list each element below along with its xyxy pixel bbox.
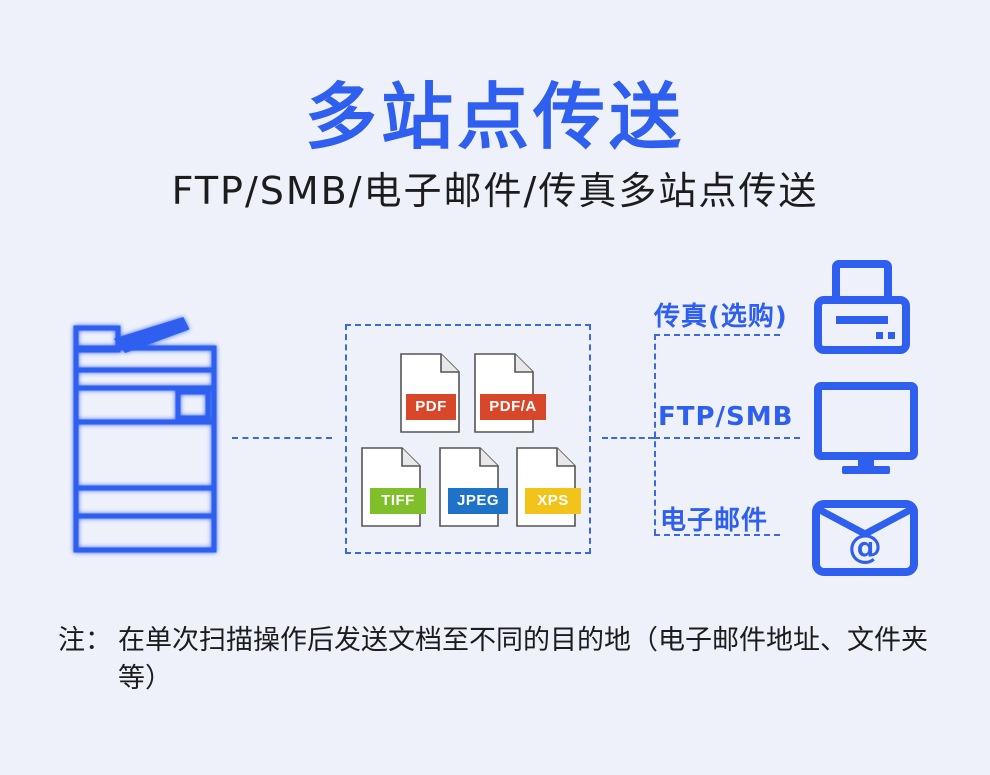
jpeg-file-icon: JPEG (438, 446, 508, 528)
pdf-file-icon: PDF (399, 352, 463, 434)
tiff-file-icon: TIFF (360, 446, 426, 528)
destination-label-email: 电子邮件 (660, 506, 769, 536)
page-title: 多站点传送 (304, 75, 685, 159)
multifunction-printer-icon (60, 310, 232, 560)
file-format-label: XPS (525, 488, 581, 514)
file-formats-box: PDF PDF/A TIFF JPEG XPS (345, 324, 591, 554)
page-subtitle: FTP/SMB/电子邮件/传真多站点传送 (171, 169, 819, 213)
fax-icon (812, 258, 912, 356)
connector-branch-ftp (654, 437, 800, 439)
connector-branch-email (654, 534, 780, 536)
destination-label-fax: 传真(选购) (654, 302, 788, 332)
footnote-prefix: 注： (58, 625, 112, 656)
connector-branch-fax (654, 334, 780, 336)
connector-line-right (602, 437, 654, 439)
destination-label-ftp-smb: FTP/SMB (658, 402, 794, 432)
footnote-text: 在单次扫描操作后发送文档至不同的目的地（电子邮件地址、文件夹等） (118, 625, 928, 694)
pdfa-file-icon: PDF/A (473, 352, 546, 434)
connector-trunk (654, 334, 656, 535)
file-format-label: JPEG (448, 488, 508, 514)
file-format-label: TIFF (370, 488, 426, 514)
file-format-label: PDF/A (480, 394, 546, 420)
monitor-icon (814, 382, 918, 478)
footnote: 注： 在单次扫描操作后发送文档至不同的目的地（电子邮件地址、文件夹等） (58, 622, 938, 698)
svg-text:@: @ (848, 527, 882, 567)
connector-line-left (232, 437, 332, 439)
email-icon: @ (812, 500, 918, 576)
file-format-label: PDF (406, 394, 456, 420)
xps-file-icon: XPS (515, 446, 581, 528)
